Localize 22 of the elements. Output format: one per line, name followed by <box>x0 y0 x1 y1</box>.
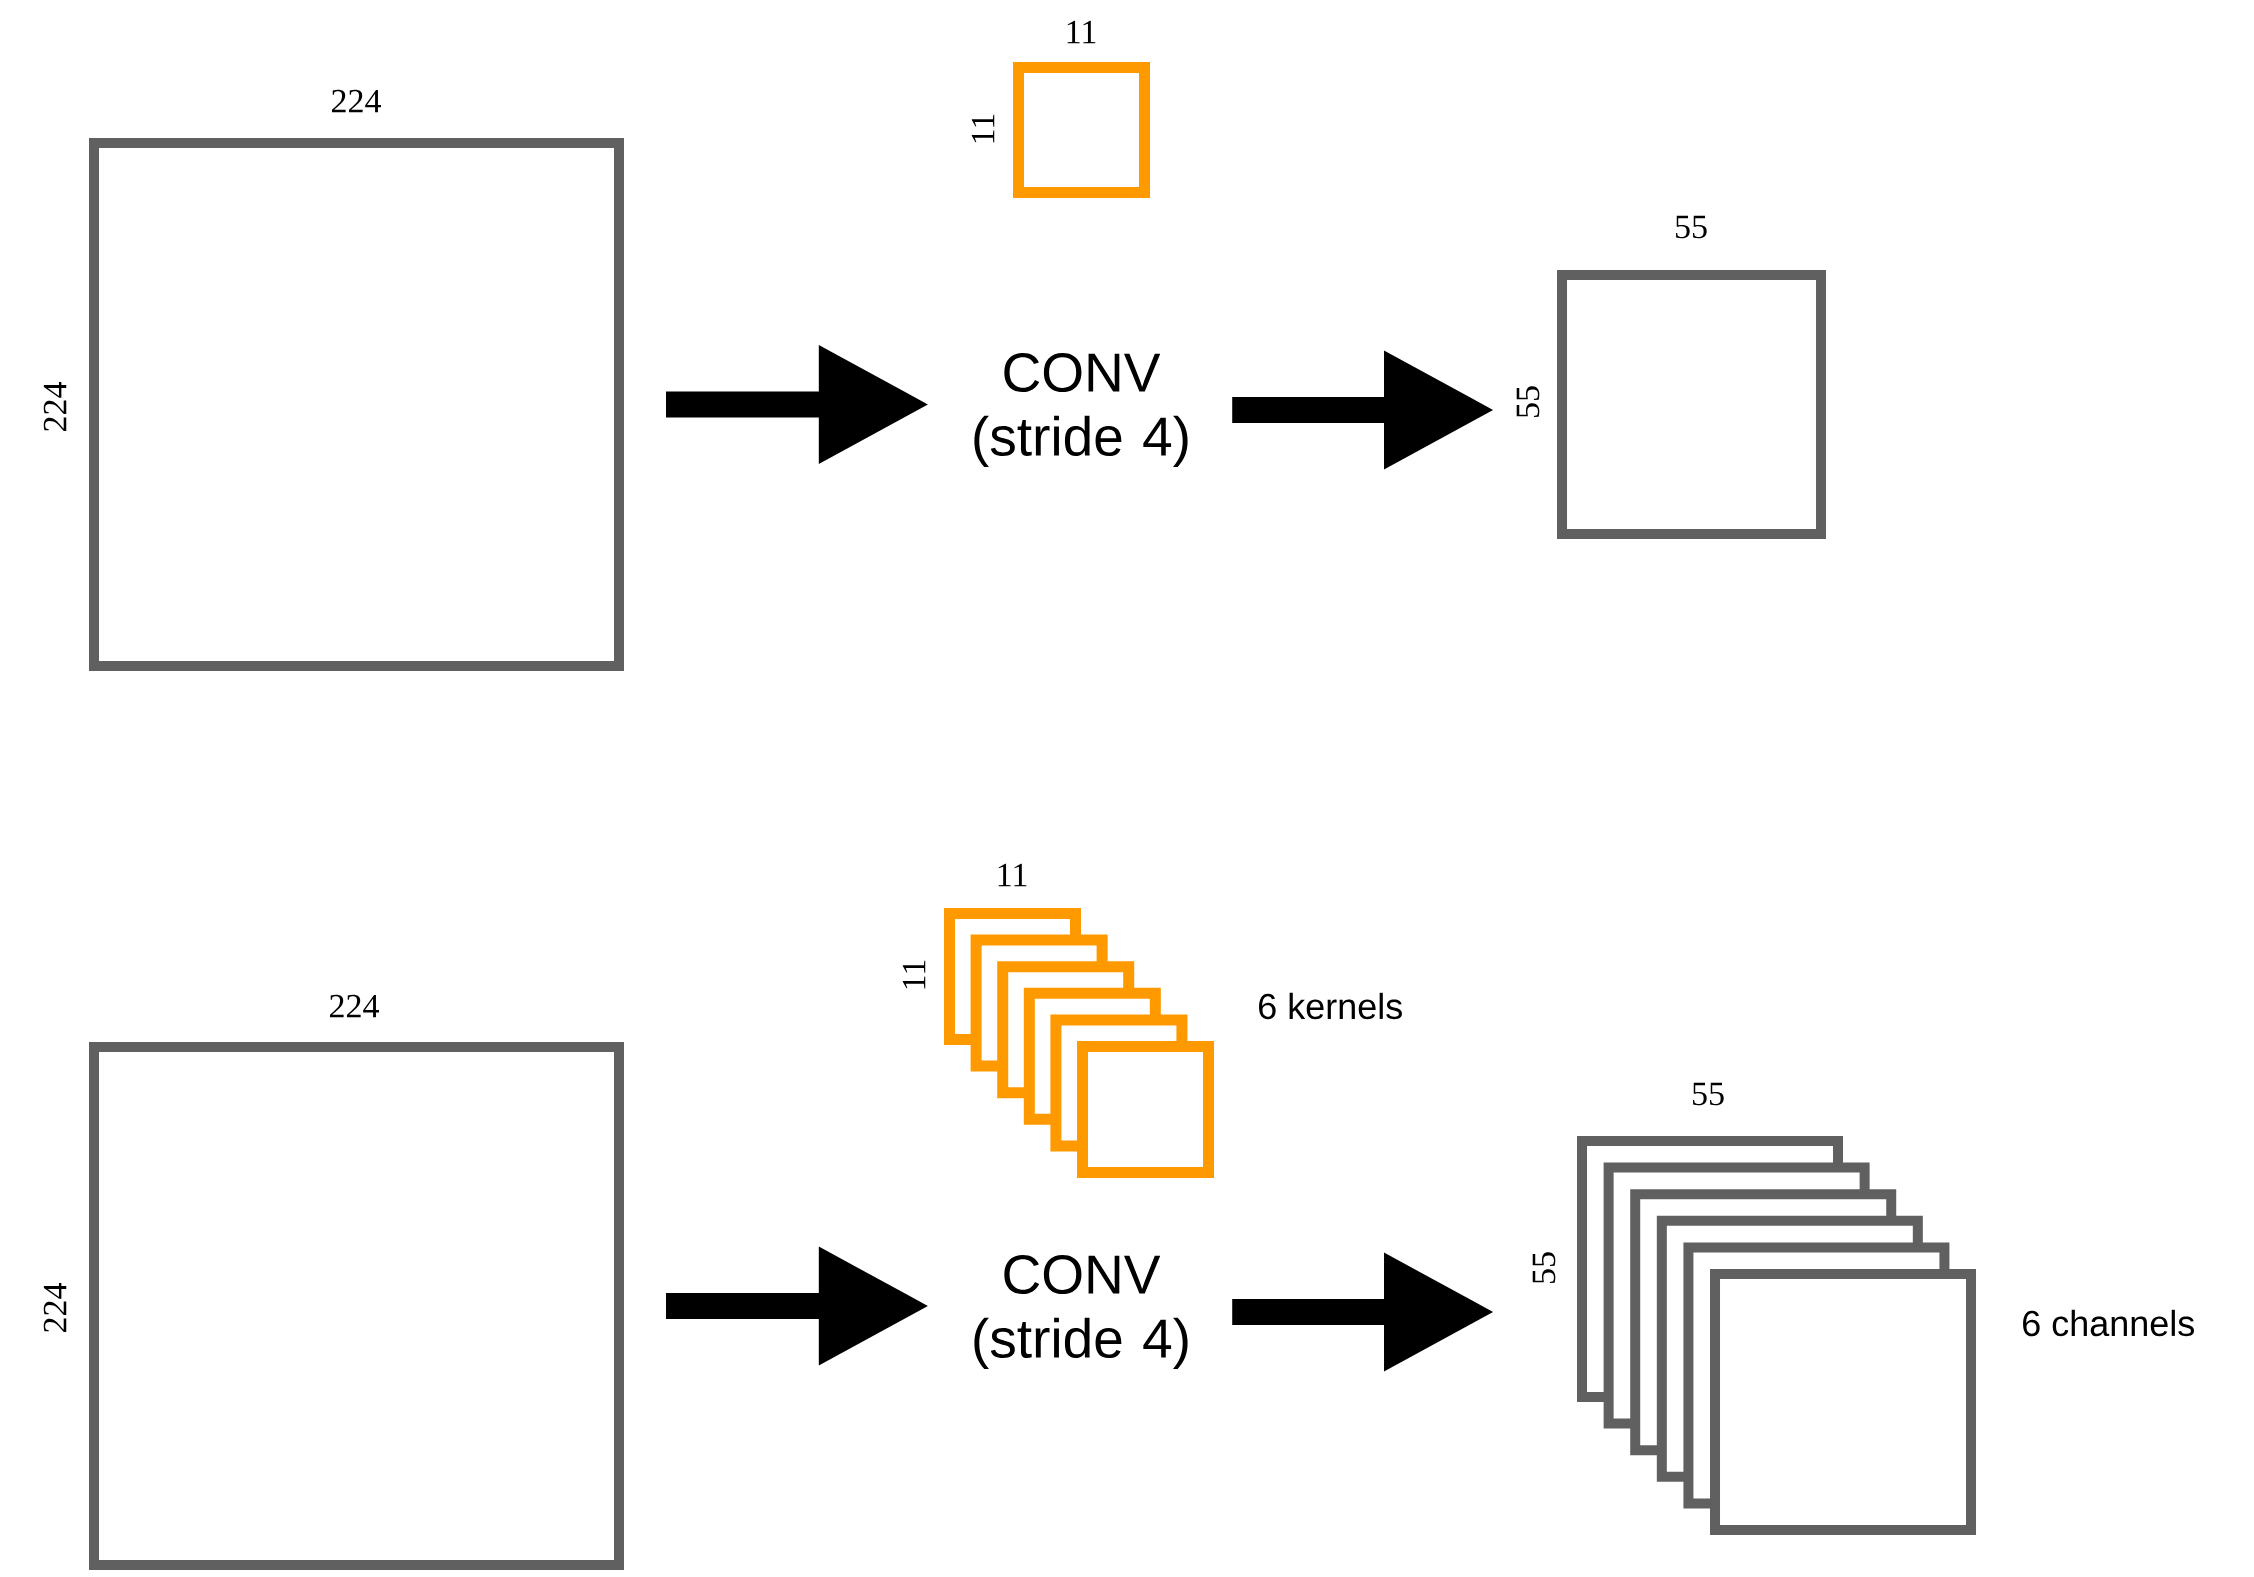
dimension-label: 55 <box>1532 1252 1556 1284</box>
dimension-label: 224 <box>43 382 67 431</box>
dimension-label: 224 <box>332 89 381 113</box>
dimension-label: 55 <box>1693 1082 1724 1106</box>
dimension-label: 11 <box>1067 20 1096 44</box>
dimension-label: 11 <box>902 960 926 989</box>
count-label: 6 kernels <box>1259 992 1402 1020</box>
conv-label: CONV (stride 4) <box>974 353 1188 467</box>
dimension-label: 224 <box>43 1283 67 1333</box>
dimension-label: 55 <box>1676 215 1707 239</box>
feature-map-square <box>1557 270 1826 539</box>
dimension-label: 11 <box>971 114 995 143</box>
feature-map-square <box>89 1042 624 1570</box>
dimension-label: 224 <box>330 994 379 1018</box>
kernel-square <box>1013 62 1150 198</box>
dimension-label: 55 <box>1516 386 1540 418</box>
dimension-label: 11 <box>998 863 1027 887</box>
kernel-square <box>1077 1041 1214 1178</box>
feature-map-square <box>1710 1269 1976 1535</box>
feature-map-square <box>89 138 624 671</box>
conv-label: CONV (stride 4) <box>974 1255 1188 1369</box>
count-label: 6 channels <box>2023 1309 2194 1337</box>
